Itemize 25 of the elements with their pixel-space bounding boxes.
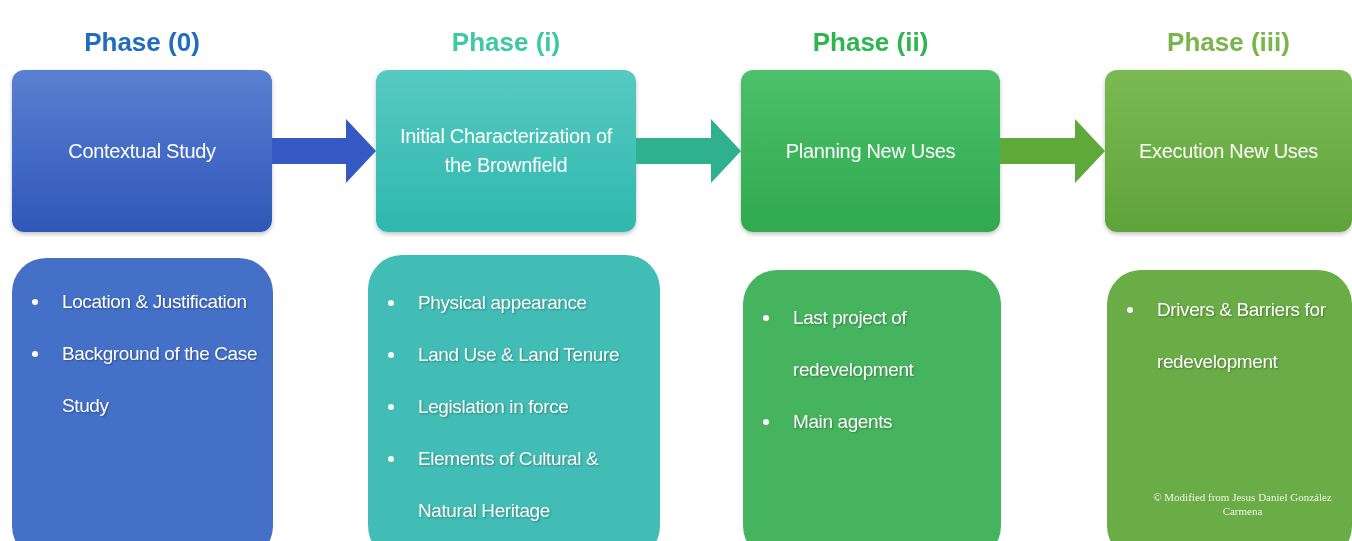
bullet-text: Main agents xyxy=(793,411,893,432)
phase-title: Phase (ii) xyxy=(812,25,929,59)
bullet-text: Physical appearance xyxy=(418,292,587,313)
bullet-text: Location & Justification xyxy=(62,291,247,312)
bullet-text: Background of the Case Study xyxy=(62,343,258,416)
detail-card xyxy=(1107,270,1352,541)
phase-title: Phase (0) xyxy=(84,25,200,59)
bullet-text: Last project of redevelopment xyxy=(793,307,914,380)
block-arrow xyxy=(272,119,376,183)
phase-box: Execution New Uses xyxy=(1105,70,1352,232)
bullet-text: Land Use & Land Tenure xyxy=(418,344,620,365)
block-arrow xyxy=(1000,119,1105,183)
phase-title: Phase (i) xyxy=(451,25,561,59)
phase-box: Planning New Uses xyxy=(741,70,1000,232)
phase-title: Phase (iii) xyxy=(1167,25,1290,59)
bullet-text: Elements of Cultural & Natural Heritage xyxy=(418,448,599,521)
bullet-text: Legislation in force xyxy=(418,396,569,417)
detail-card xyxy=(12,258,273,541)
block-arrow xyxy=(636,119,741,183)
detail-card xyxy=(743,270,1001,541)
bullet-text: Drivers & Barriers for redevelopment xyxy=(1157,299,1326,372)
detail-card xyxy=(368,255,660,541)
phase-box: Initial Characterization of the Brownfield xyxy=(376,70,636,232)
credit-note: © Modified from Jesus Daniel González Carmena xyxy=(1152,490,1333,519)
phase-box: Contextual Study xyxy=(12,70,272,232)
